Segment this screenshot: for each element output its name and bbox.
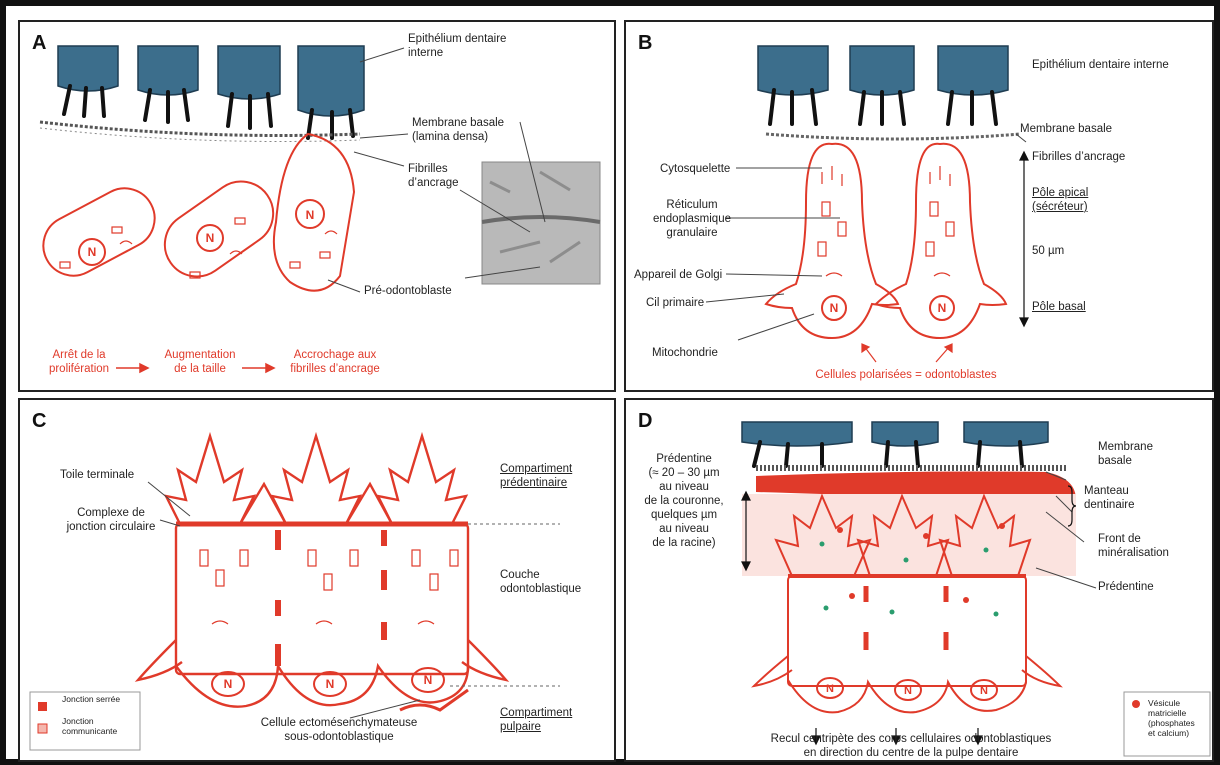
nucleus-label: N [980, 685, 988, 697]
preodontoblast-label: Pré-odontoblaste [364, 284, 452, 298]
manteau-label: Manteau dentinaire [1084, 484, 1135, 512]
legend-comm-label: Jonction communicante [62, 716, 117, 736]
nucleus-label: N [306, 208, 315, 222]
odontoblast-row [138, 436, 506, 707]
nucleus-label: N [826, 683, 834, 695]
predentine-zone [742, 494, 1076, 576]
membrane-label: Membrane basale [1098, 440, 1153, 468]
tight-junctions-d [866, 586, 946, 650]
scale-label: 50 µm [1032, 244, 1064, 258]
organelles-b [818, 166, 954, 276]
panel-a: N N N [18, 20, 616, 392]
panel-c: N N N C Toile terminale Complexe de joncti… [18, 398, 616, 762]
organelles-a [60, 218, 337, 278]
tight-junctions [278, 530, 384, 666]
epithelium-label: Epithélium dentaire interne [1032, 58, 1169, 72]
odontoblasts [766, 144, 1006, 338]
nucleus-label: N [424, 673, 433, 687]
step-3: Accrochage aux fibrilles d’ancrage [280, 348, 390, 376]
nucleus-label: N [326, 677, 335, 691]
basement-membrane [766, 134, 1020, 139]
organelles-c [200, 550, 458, 624]
nucleus-label: N [904, 685, 912, 697]
nucleus-label: N [938, 301, 947, 315]
cellule-label: Cellule ectomésenchymateuse sous-odontob… [254, 716, 424, 744]
scale-arrow [1020, 152, 1028, 326]
couche-label: Couche odontoblastique [500, 568, 581, 596]
mito-label: Mitochondrie [652, 346, 718, 360]
em-micrograph [482, 162, 600, 284]
nucleus-label: N [206, 231, 215, 245]
reticulum-label: Réticulum endoplasmique granulaire [644, 198, 740, 240]
nucleus-label: N [88, 245, 97, 259]
membrane-label: Membrane basale [1020, 122, 1112, 136]
panel-a-drawing: N N N [20, 22, 618, 394]
recul-label: Recul centripète des corps cellulaires o… [756, 732, 1066, 760]
pole-basal-label: Pôle basal [1032, 300, 1086, 314]
comp-pred-label: Compartiment prédentinaire [500, 462, 572, 490]
epithelium-cells [758, 46, 1008, 95]
pole-apical-label: Pôle apical (sécréteur) [1032, 186, 1088, 214]
nucleus-label: N [224, 677, 233, 691]
toile-label: Toile terminale [60, 468, 134, 482]
cil-label: Cil primaire [646, 296, 704, 310]
comp-pulp-label: Compartiment pulpaire [500, 706, 572, 734]
panel-label: C [32, 410, 46, 433]
fibrilles-label: Fibrilles d’ancrage [408, 162, 459, 190]
golgi-label: Appareil de Golgi [634, 268, 722, 282]
complexe-label: Complexe de jonction circulaire [56, 506, 166, 534]
cytosquelette-label: Cytosquelette [660, 162, 730, 176]
fibrilles-label: Fibrilles d’ancrage [1032, 150, 1125, 164]
caption-label: Cellules polarisées = odontoblastes [776, 368, 1036, 382]
panel-label: B [638, 32, 652, 55]
predentine-note: Prédentine (≈ 20 – 30 µm au niveau de la… [634, 452, 734, 550]
vesicule-label: Vésicule matricielle (phosphates et calc… [1148, 698, 1195, 738]
step-2: Augmentation de la taille [154, 348, 246, 376]
nucleus-label: N [830, 301, 839, 315]
caption-arrows [862, 344, 952, 362]
epithelium-label: Epithélium dentaire interne [408, 32, 506, 60]
front-label: Front de minéralisation [1098, 532, 1169, 560]
panel-label: D [638, 410, 652, 433]
panel-label: A [32, 32, 46, 55]
step-1: Arrêt de la prolifération [40, 348, 118, 376]
panel-d: N N N D Membrane basale Prédentine (≈ 20 –… [624, 398, 1214, 762]
membrane-label: Membrane basale (lamina densa) [412, 116, 504, 144]
legend-serree-label: Jonction serrée [62, 694, 120, 704]
boundary-lines [450, 524, 560, 686]
predentine-label: Prédentine [1098, 580, 1154, 594]
